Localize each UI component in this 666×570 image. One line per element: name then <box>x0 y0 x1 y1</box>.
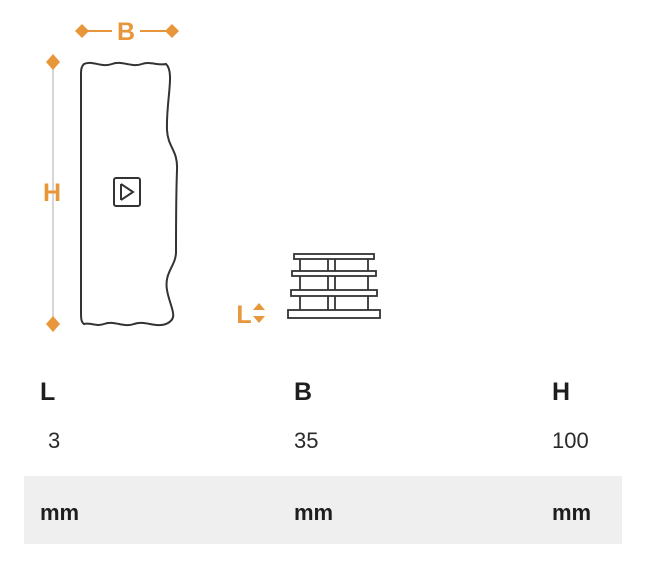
value-b: 35 <box>294 428 319 453</box>
length-label: L <box>236 301 251 329</box>
table-header-row: L B H <box>24 370 622 418</box>
unit-l: mm <box>40 500 80 525</box>
plug-side-view <box>287 253 381 319</box>
spec-table: L B H 3 35 100 mm mm mm <box>24 370 622 544</box>
value-h: 100 <box>552 428 589 453</box>
plug-logo-icon <box>113 177 141 207</box>
dimension-marker-icon <box>46 54 60 70</box>
unit-h: mm <box>552 500 592 525</box>
dimension-marker-icon <box>165 24 179 38</box>
dimension-marker-icon <box>253 303 265 310</box>
height-dimension: H <box>43 54 61 332</box>
technical-drawing: B H L <box>43 18 381 332</box>
value-l: 3 <box>48 428 61 453</box>
dimension-marker-icon <box>46 316 60 332</box>
unit-b: mm <box>294 500 334 525</box>
length-dimension: L <box>236 301 265 329</box>
header-h: H <box>552 378 571 406</box>
dimension-marker-icon <box>253 316 265 323</box>
width-dimension: B <box>75 18 179 46</box>
header-b: B <box>294 378 313 406</box>
dimension-marker-icon <box>75 24 89 38</box>
table-values-row: 3 35 100 <box>24 418 622 476</box>
width-label: B <box>117 18 135 46</box>
table-units-row: mm mm mm <box>24 476 622 544</box>
header-l: L <box>40 378 56 406</box>
height-label: H <box>43 179 61 207</box>
